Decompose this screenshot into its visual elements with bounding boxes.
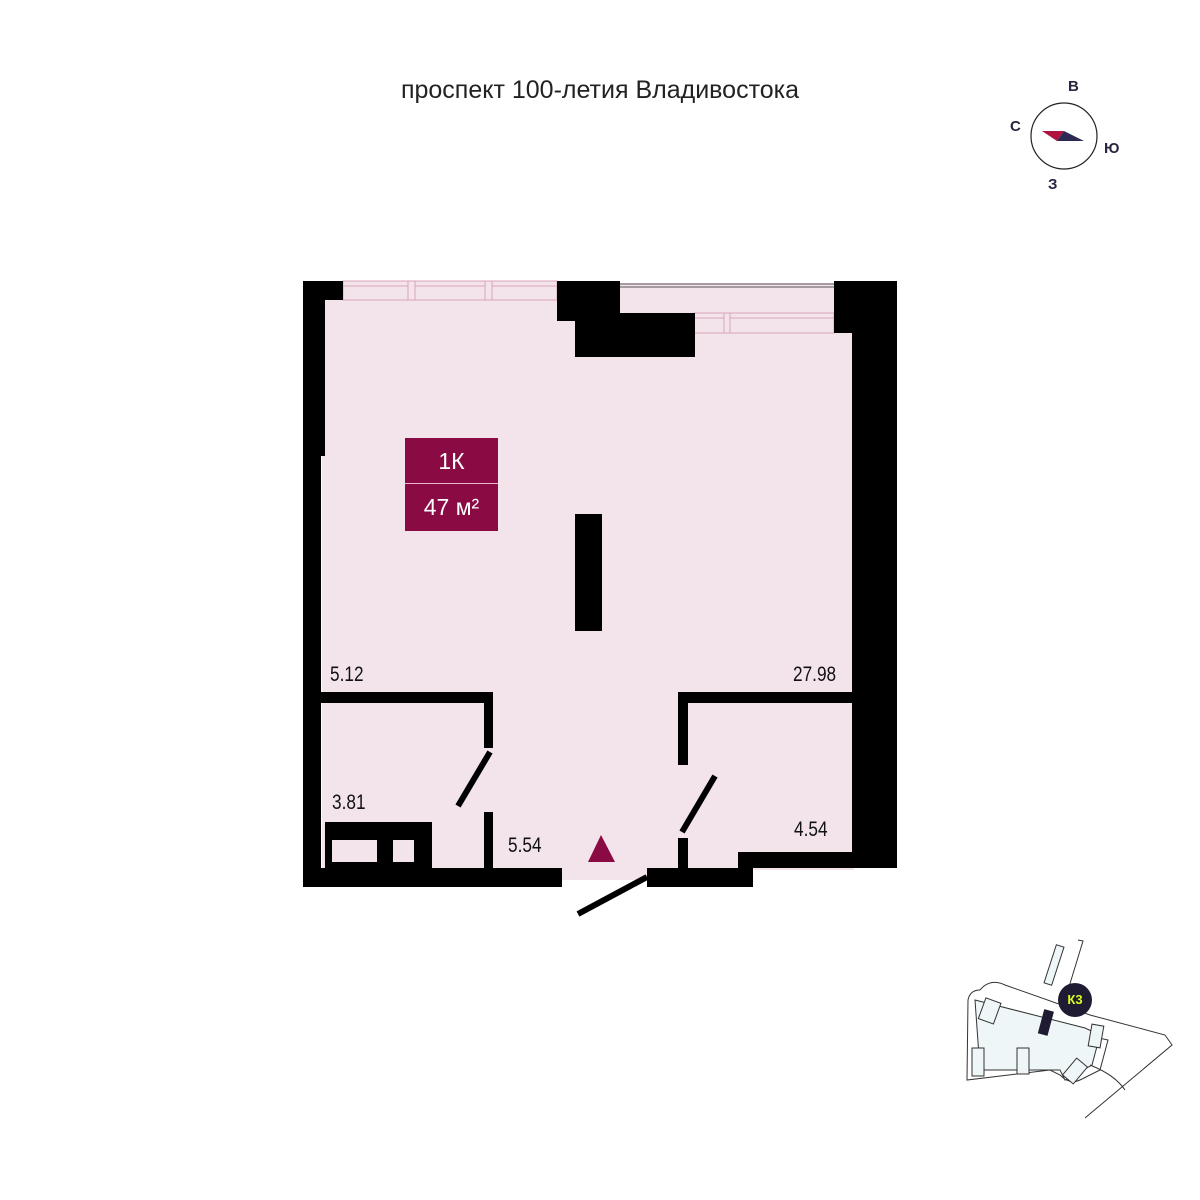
building-marker: К3 [1058, 983, 1092, 1017]
window-left [342, 280, 558, 301]
entrance-marker-icon [588, 835, 615, 862]
room-area-label: 5.12 [330, 663, 364, 686]
street-name: проспект 100-летия Владивостока [400, 76, 800, 104]
room-area-label: 4.54 [794, 818, 828, 841]
sink [393, 840, 414, 862]
compass-west: З [1048, 176, 1058, 193]
site-minimap [966, 939, 1173, 1119]
room-area-label: 3.81 [332, 791, 366, 814]
compass-south: Ю [1104, 140, 1120, 157]
compass-north: С [1010, 118, 1021, 135]
door-swings [455, 750, 718, 917]
apartment-badge: 1К 47 м² [405, 438, 498, 531]
room-area-label: 27.98 [793, 663, 837, 686]
compass-icon [1030, 102, 1098, 170]
compass-east: В [1068, 78, 1079, 95]
window-right [693, 312, 835, 334]
bathtub [332, 840, 377, 862]
total-area: 47 м² [423, 494, 480, 520]
rooms-count: 1К [405, 438, 498, 484]
entry-floor [562, 860, 648, 880]
room-area-label: 5.54 [508, 834, 542, 857]
